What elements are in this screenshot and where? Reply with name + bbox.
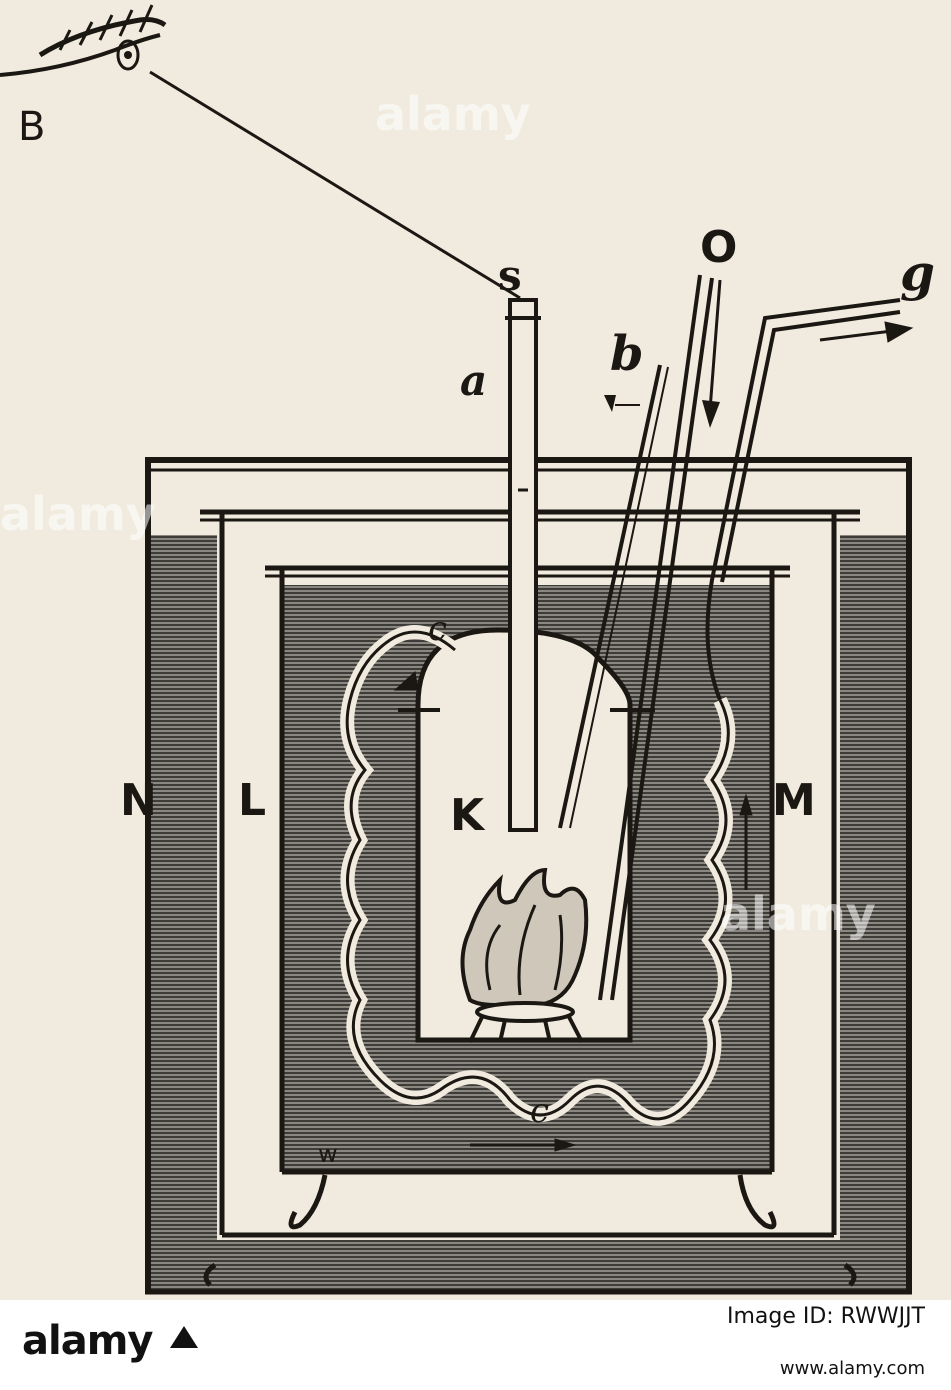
outer-vessel-n [145, 457, 912, 1295]
vessel-feet [203, 1174, 857, 1287]
label-b-eye: B [18, 104, 45, 150]
label-c-top: c [428, 609, 447, 649]
brand-triangle-icon [170, 1326, 198, 1348]
sight-line [149, 70, 521, 300]
label-c-bottom: c [530, 1091, 549, 1131]
watermark-top: alamy [375, 87, 531, 141]
brand-logo: alamy [22, 1318, 153, 1364]
label-b-tube: b [610, 326, 644, 382]
coil-c-outline [345, 630, 730, 1121]
footer-bar: alamy Image ID: RWWJJT www.alamy.com [0, 1300, 951, 1390]
inlet-tube-o [598, 274, 722, 1001]
label-s: s [498, 251, 522, 300]
site-url: www.alamy.com [779, 1358, 925, 1379]
label-k: K [450, 790, 486, 841]
label-g: g [900, 243, 935, 302]
label-w: w [318, 1140, 338, 1168]
label-o: O [700, 222, 737, 273]
watermark-left: alamy [0, 487, 156, 541]
tube-b [558, 364, 669, 829]
flame [460, 867, 589, 1043]
apparatus-diagram: B s a b O g c c N L K M w alamy alamy al… [0, 4, 935, 1295]
tube-a [505, 298, 541, 832]
eye-b [0, 4, 167, 77]
engraving-figure: B s a b O g c c N L K M w alamy alamy al… [0, 4, 935, 1295]
image-id-label: Image ID: RWWJJT [726, 1304, 925, 1329]
label-n: N [120, 775, 157, 826]
label-l: L [238, 775, 266, 826]
label-m: M [772, 775, 816, 826]
gas-outlet-g [705, 298, 914, 701]
label-a: a [460, 356, 487, 405]
watermark-right: alamy [720, 887, 876, 941]
flow-arrows [393, 671, 753, 1152]
